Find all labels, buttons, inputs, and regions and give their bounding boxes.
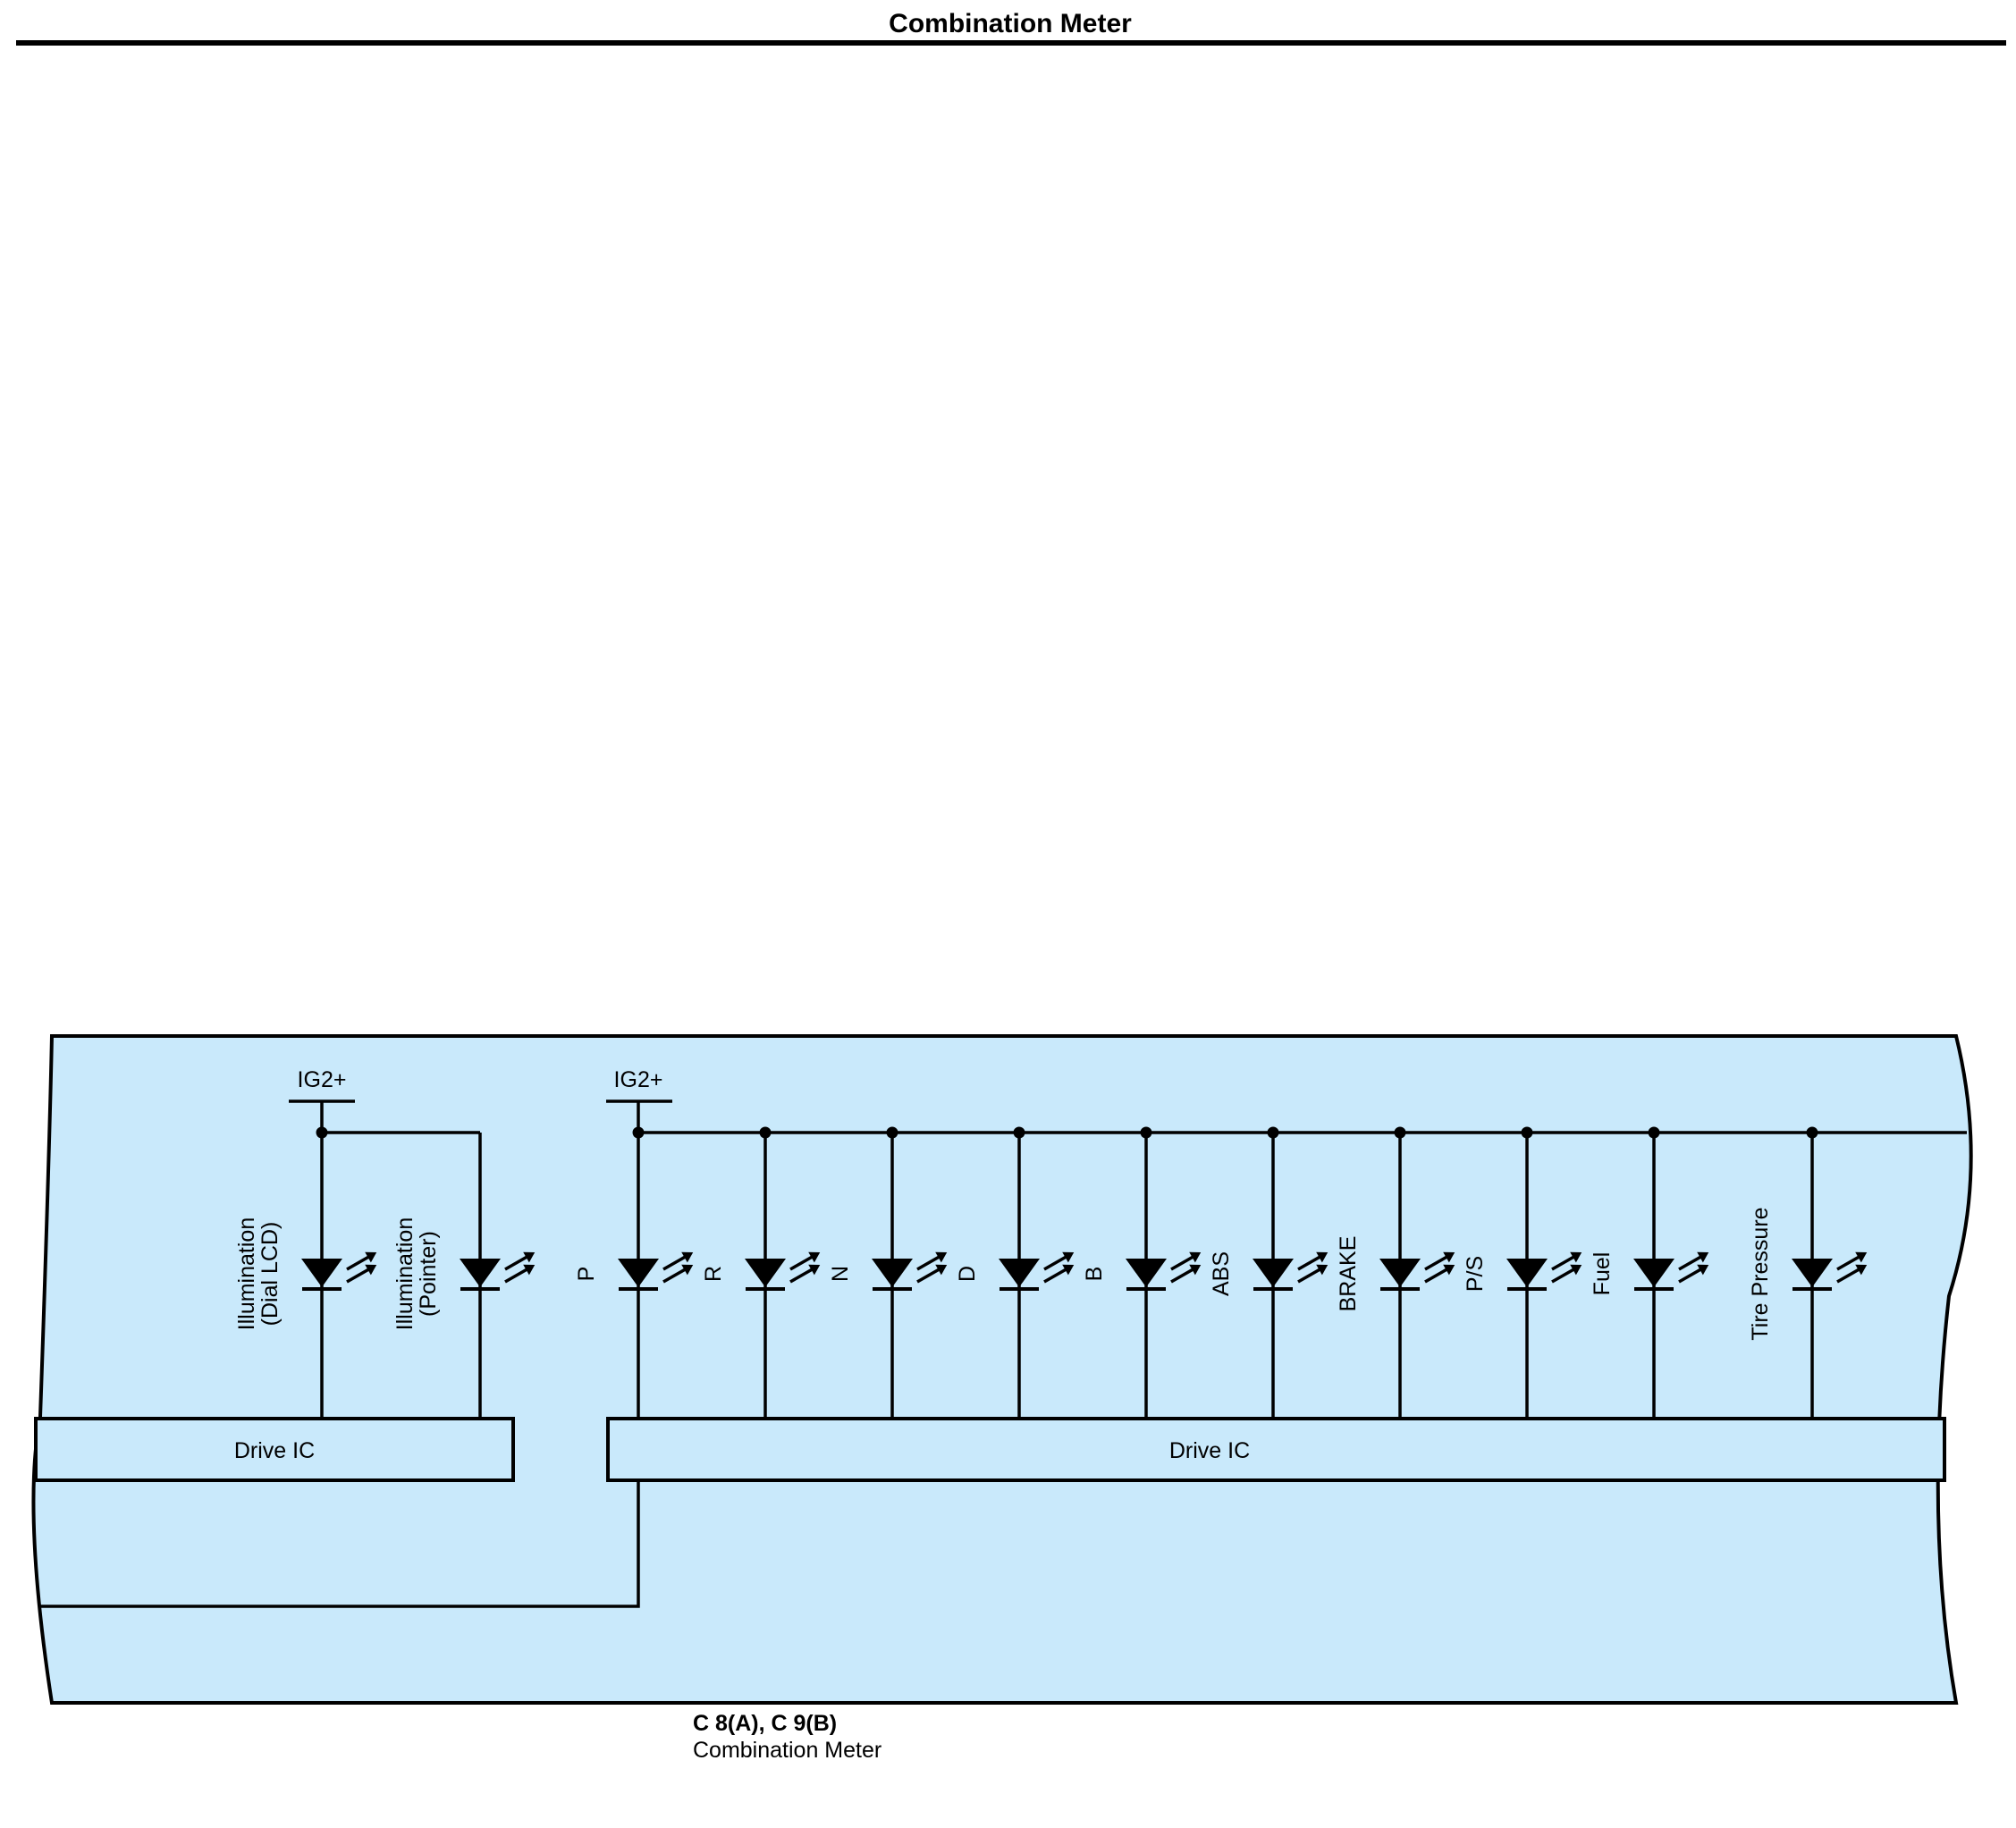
led-illum-1-light-arrow-head-0 xyxy=(523,1251,536,1263)
led-indicator-4-light-arrow-head-0 xyxy=(1189,1251,1202,1263)
led-indicator-1-light-arrow-head-0 xyxy=(808,1251,821,1263)
led-indicator-0-light-arrow-0 xyxy=(662,1253,689,1271)
ig2-supply-label-left: IG2+ xyxy=(298,1067,347,1092)
drive-ic-box-right xyxy=(606,1417,1946,1482)
led-indicator-3-light-arrow-head-1 xyxy=(1062,1264,1075,1276)
led-indicator-9-diode-icon xyxy=(1792,1259,1833,1287)
ground-return-wire xyxy=(40,1480,640,1608)
led-indicator-1-light-arrow-0 xyxy=(789,1253,816,1271)
led-indicator-1-light-arrow-head-1 xyxy=(808,1264,821,1276)
led-indicator-4-light-arrow-head-1 xyxy=(1189,1264,1202,1276)
page-title: Combination Meter xyxy=(889,9,1132,38)
led-indicator-5-light-arrow-head-0 xyxy=(1316,1251,1329,1263)
led-indicator-9-light-arrow-0 xyxy=(1836,1253,1863,1271)
led-illum-0-label-line-0: Illumination xyxy=(234,1217,259,1330)
led-indicator-4-label-line-0: B xyxy=(1082,1267,1107,1282)
led-indicator-8-diode-icon xyxy=(1633,1259,1674,1287)
led-indicator-2-light-arrow-head-0 xyxy=(935,1251,948,1263)
led-indicator-9-light-arrow-1 xyxy=(1836,1266,1863,1284)
ig2-supply-label-right: IG2+ xyxy=(614,1067,663,1092)
led-indicator-5-label-line-0: ABS xyxy=(1209,1251,1234,1296)
led-indicator-6-diode-icon xyxy=(1379,1259,1421,1287)
led-indicator-6-light-arrow-1 xyxy=(1424,1266,1451,1284)
led-illum-1-label-line-0: Illumination xyxy=(392,1217,418,1330)
led-indicator-7-diode-icon xyxy=(1506,1259,1548,1287)
led-indicator-6-light-arrow-0 xyxy=(1424,1253,1451,1271)
led-indicator-9-light-arrow-head-1 xyxy=(1855,1264,1868,1276)
led-indicator-8-light-arrow-head-0 xyxy=(1697,1251,1709,1263)
drive-ic-box-left xyxy=(34,1417,515,1482)
led-indicator-8-light-arrow-1 xyxy=(1678,1266,1705,1284)
led-indicator-0-label-line-0: P xyxy=(574,1267,599,1282)
led-indicator-0-diode-icon xyxy=(618,1259,659,1287)
led-indicator-1-light-arrow-1 xyxy=(789,1266,816,1284)
led-indicator-3-label-line-0: D xyxy=(955,1266,980,1282)
led-indicator-6-light-arrow-head-1 xyxy=(1443,1264,1455,1276)
led-indicator-3-light-arrow-head-0 xyxy=(1062,1251,1075,1263)
led-illum-1-diode-icon xyxy=(460,1259,501,1287)
led-indicator-4-light-arrow-1 xyxy=(1170,1266,1197,1284)
led-illum-0-light-arrow-1 xyxy=(346,1266,373,1284)
led-illum-0-label-line-1: (Dial LCD) xyxy=(257,1222,283,1327)
led-illum-1-light-arrow-head-1 xyxy=(523,1264,536,1276)
led-illum-1-light-arrow-0 xyxy=(504,1253,531,1271)
led-indicator-7-light-arrow-0 xyxy=(1551,1253,1578,1271)
led-indicator-8-label-line-0: Fuel xyxy=(1590,1252,1615,1296)
drive-ic-label-right: Drive IC xyxy=(1169,1438,1250,1463)
drive-ic-label-left: Drive IC xyxy=(234,1438,315,1463)
led-indicator-8-light-arrow-0 xyxy=(1678,1253,1705,1271)
led-indicator-1-diode-icon xyxy=(745,1259,786,1287)
led-indicator-2-diode-icon xyxy=(872,1259,913,1287)
led-illum-0-light-arrow-head-0 xyxy=(365,1251,377,1263)
led-indicator-7-light-arrow-head-1 xyxy=(1570,1264,1582,1276)
component-name: Combination Meter xyxy=(693,1738,881,1763)
led-indicator-1-label-line-0: R xyxy=(701,1266,726,1282)
led-indicator-4-light-arrow-0 xyxy=(1170,1253,1197,1271)
led-indicator-4-diode-icon xyxy=(1126,1259,1167,1287)
led-indicator-0-light-arrow-head-1 xyxy=(681,1264,694,1276)
led-indicator-2-label-line-0: N xyxy=(828,1266,853,1282)
led-illum-0-diode-icon xyxy=(301,1259,342,1287)
led-indicator-2-light-arrow-head-1 xyxy=(935,1264,948,1276)
led-illum-0-light-arrow-head-1 xyxy=(365,1264,377,1276)
led-illum-1-light-arrow-1 xyxy=(504,1266,531,1284)
combination-meter-panel xyxy=(31,1034,1973,1705)
led-indicator-5-diode-icon xyxy=(1253,1259,1294,1287)
led-indicator-9-label-line-0: Tire Pressure xyxy=(1748,1207,1773,1340)
led-indicator-7-light-arrow-head-0 xyxy=(1570,1251,1582,1263)
led-indicator-3-light-arrow-1 xyxy=(1043,1266,1070,1284)
led-indicator-0-light-arrow-head-0 xyxy=(681,1251,694,1263)
led-indicator-6-label-line-0: BRAKE xyxy=(1336,1236,1361,1312)
led-indicator-8-light-arrow-head-1 xyxy=(1697,1264,1709,1276)
led-indicator-3-diode-icon xyxy=(999,1259,1040,1287)
led-indicator-7-label-line-0: P/S xyxy=(1463,1256,1488,1292)
led-indicator-9-light-arrow-head-0 xyxy=(1855,1251,1868,1263)
led-indicator-2-light-arrow-0 xyxy=(916,1253,943,1271)
led-illum-0-light-arrow-0 xyxy=(346,1253,373,1271)
led-circuits: Illumination(Dial LCD)Illumination(Point… xyxy=(234,1099,1967,1419)
led-indicator-0-light-arrow-1 xyxy=(662,1266,689,1284)
led-indicator-5-light-arrow-head-1 xyxy=(1316,1264,1329,1276)
connector-code: C 8(A), C 9(B) xyxy=(693,1711,837,1736)
led-indicator-7-light-arrow-1 xyxy=(1551,1266,1578,1284)
led-illum-1-label-line-1: (Pointer) xyxy=(416,1231,441,1317)
led-indicator-5-light-arrow-1 xyxy=(1297,1266,1324,1284)
led-indicator-2-light-arrow-1 xyxy=(916,1266,943,1284)
led-indicator-3-light-arrow-0 xyxy=(1043,1253,1070,1271)
led-indicator-5-light-arrow-0 xyxy=(1297,1253,1324,1271)
led-indicator-6-light-arrow-head-0 xyxy=(1443,1251,1455,1263)
